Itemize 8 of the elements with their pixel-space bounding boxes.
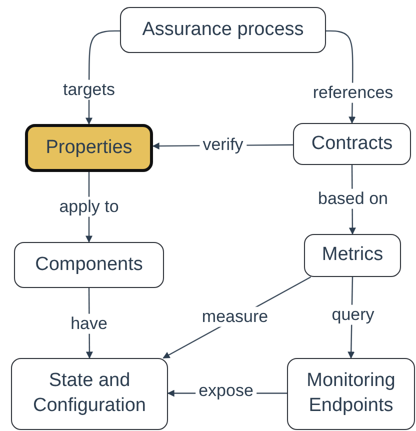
concept-box: Properties <box>25 124 153 172</box>
concept-box: Assurance process <box>120 7 326 53</box>
concept-box: Contracts <box>293 123 411 165</box>
edge-label: verify <box>200 134 246 156</box>
concept-box: Metrics <box>304 234 401 277</box>
concept-box: State and Configuration <box>11 358 168 430</box>
concept-box: Monitoring Endpoints <box>287 358 415 430</box>
concept-box: Components <box>14 242 164 288</box>
